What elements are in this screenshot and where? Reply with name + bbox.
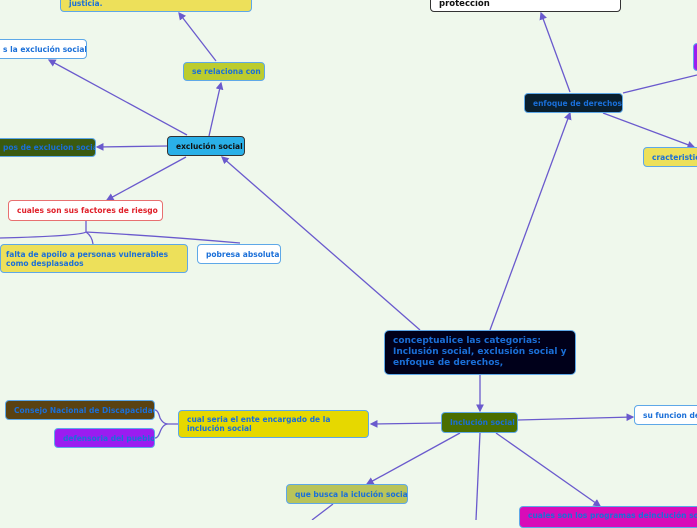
node-exclusion-social[interactable]: exclución social: [167, 136, 245, 156]
node-label: cuales son sus factores de riesgo: [17, 206, 158, 215]
node-consejo[interactable]: Consejo Nacional de Discapacidad: [5, 400, 155, 420]
node-justicia[interactable]: justicia.: [60, 0, 252, 12]
node-label: se relaciona con: [192, 67, 261, 76]
node-programas[interactable]: cuales son los programas deinclución soc…: [519, 506, 697, 528]
node-pobresa[interactable]: pobresa absoluta: [197, 244, 281, 264]
node-que-busca[interactable]: que busca la iclución social: [286, 484, 408, 504]
node-label: s la exclución social: [3, 44, 87, 54]
node-label: exclución social: [176, 141, 243, 151]
node-label: cuales son los programas deinclución soc…: [528, 511, 697, 520]
node-se-relaciona[interactable]: se relaciona con: [183, 62, 265, 81]
node-factores-riesgo[interactable]: cuales son sus factores de riesgo: [8, 200, 163, 221]
node-label: falta de apoilo a personas vulnerables c…: [6, 249, 169, 268]
node-label: que busca la iclución social: [295, 489, 408, 499]
node-label: protección: [439, 0, 490, 9]
node-que-es-exclusion[interactable]: s la exclución social: [0, 39, 87, 59]
node-label: pobresa absoluta: [206, 249, 280, 259]
node-label: su funcion de: [643, 410, 697, 420]
node-caracteristicas[interactable]: cracteristic: [643, 147, 697, 167]
node-label: conceptualice las categorias: Inclusión …: [393, 336, 567, 368]
node-tipos-exclusion[interactable]: pos de exclucion social: [0, 138, 96, 157]
node-purple-offscreen[interactable]: [693, 43, 697, 71]
node-central-topic[interactable]: conceptualice las categorias: Inclusión …: [384, 330, 576, 375]
node-proteccion[interactable]: protección: [430, 0, 621, 12]
node-label: Inclución social: [450, 418, 515, 427]
node-label: cual seria el ente encargado de la inclu…: [187, 415, 331, 433]
node-label: Consejo Nacional de Discapacidad: [14, 405, 155, 415]
node-falta-apoyo[interactable]: falta de apoilo a personas vulnerables c…: [0, 244, 188, 273]
node-ente-encargado[interactable]: cual seria el ente encargado de la inclu…: [178, 410, 369, 438]
node-label: defensoria del pueblo: [63, 433, 155, 443]
node-inclusion-social[interactable]: Inclución social: [441, 412, 518, 433]
node-su-funcion[interactable]: su funcion de: [634, 405, 697, 425]
node-enfoque-derechos[interactable]: enfoque de derechos: [524, 93, 623, 113]
node-defensoria[interactable]: defensoria del pueblo: [54, 428, 155, 448]
node-label: cracteristic: [652, 152, 697, 162]
node-label: pos de exclucion social: [3, 143, 96, 152]
node-label: justicia.: [69, 0, 103, 8]
node-label: enfoque de derechos: [533, 98, 622, 108]
